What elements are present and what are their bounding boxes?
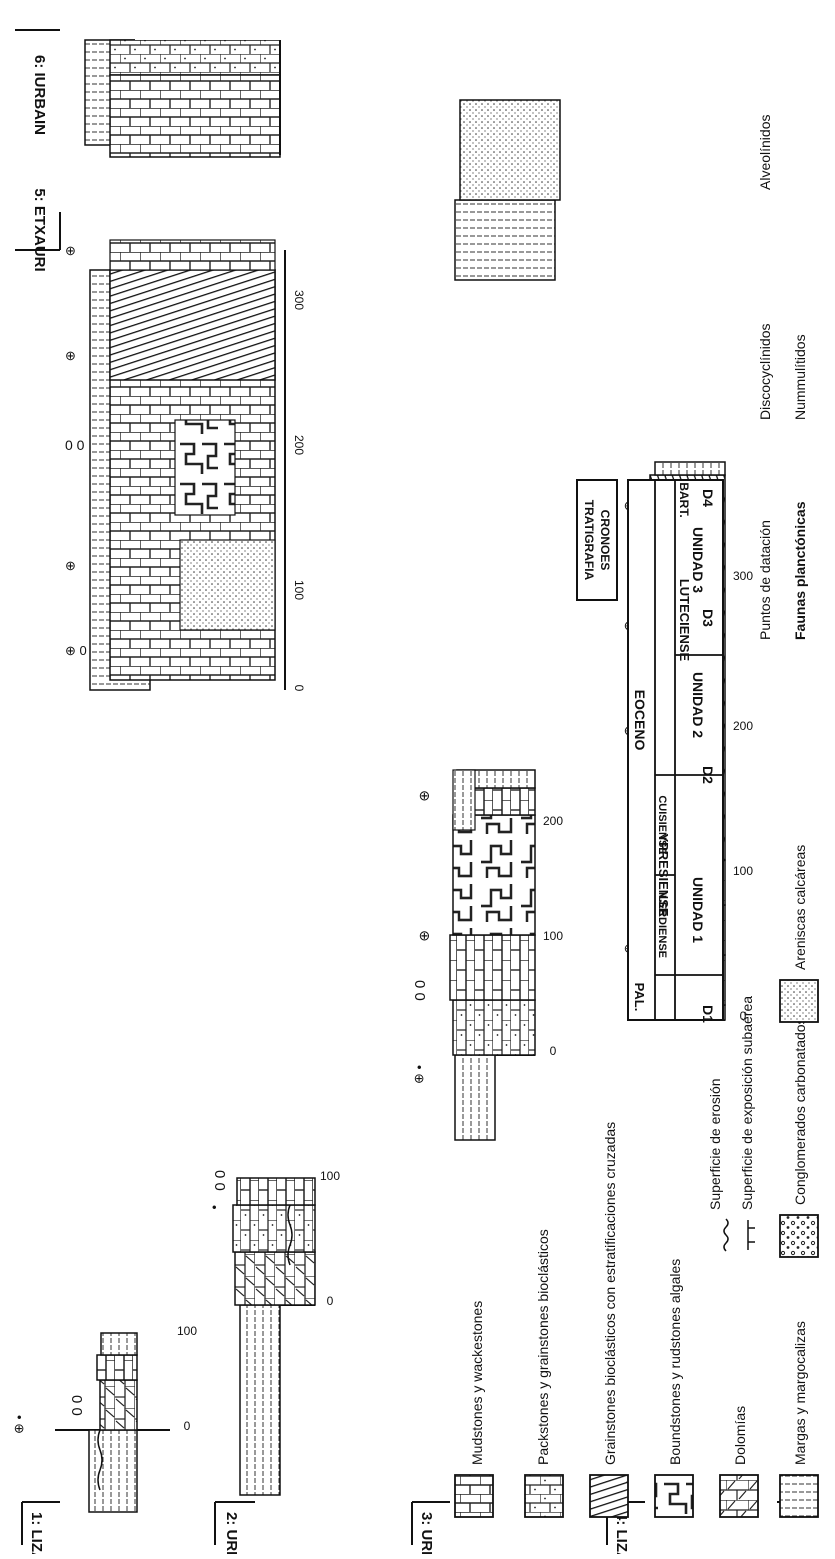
legend-label: Areniscas calcáreas bbox=[792, 845, 808, 970]
legend-swatch bbox=[720, 1475, 758, 1517]
legend-label: Margas y margocalizas bbox=[792, 1321, 808, 1465]
etxauri-grainstone bbox=[110, 270, 275, 380]
legend-item-margas: Margas y margocalizas bbox=[780, 1321, 818, 1517]
scale-tick: 0 bbox=[292, 685, 306, 692]
exposure-line-icon bbox=[748, 1220, 755, 1250]
legend-label: Alveolínidos bbox=[757, 115, 773, 191]
alveolinid-symbol: ⊕ bbox=[65, 348, 76, 363]
nummulitid-symbol: ⊕ 0 bbox=[65, 643, 87, 658]
legend: Mudstones y wackestones Packstones y gra… bbox=[455, 115, 818, 1518]
column-name: 5: ETXAURI bbox=[31, 188, 48, 271]
etxauri-column: 5: ETXAURI 300 200 100 0 ⊕ ⊕ 0 0 ⊕ ⊕ 0 bbox=[15, 188, 306, 691]
legend-label: Puntos de datación bbox=[757, 520, 773, 640]
iurbain-mudstone bbox=[110, 75, 280, 157]
legend-item-mudstones: Mudstones y wackestones bbox=[455, 1301, 493, 1517]
legend-swatch bbox=[525, 1475, 563, 1517]
legend-label: Superficie de erosión bbox=[707, 1078, 723, 1210]
legend-swatch bbox=[455, 1475, 493, 1517]
legend-swatch bbox=[780, 1215, 818, 1257]
legend-label: Conglomerados carbonatados bbox=[792, 1017, 808, 1205]
scale-tick: 200 bbox=[292, 435, 306, 455]
legend-label: Grainstones bioclásticos con estratifica… bbox=[602, 1122, 618, 1465]
legend-label: Packstones y grainstones bioclásticos bbox=[535, 1229, 551, 1465]
erosion-line-icon bbox=[724, 1219, 728, 1251]
planctonic-symbol: ⊕ bbox=[65, 243, 76, 258]
legend-label: Discocyclínidos bbox=[757, 324, 773, 420]
legend-item-packstones: Packstones y grainstones bioclásticos bbox=[525, 1229, 563, 1517]
nummulitid-symbol: 0 0 bbox=[65, 437, 85, 453]
legend-item-grainstones: Grainstones bioclásticos con estratifica… bbox=[590, 1122, 628, 1517]
legend-label: Faunas planctónicas bbox=[792, 501, 808, 640]
etxauri-sandstone bbox=[180, 540, 275, 630]
legend-label: Superficie de exposición subaérea bbox=[739, 996, 755, 1210]
legend-label: Nummulítidos bbox=[792, 334, 808, 420]
legend-symbols: Puntos de datación Faunas planctónicas D… bbox=[757, 115, 808, 641]
scale-tick: 300 bbox=[292, 290, 306, 310]
iurbain-packstone bbox=[110, 40, 280, 75]
legend-swatch bbox=[780, 1475, 818, 1517]
iurbain-column: 6: IURBAIN bbox=[15, 30, 280, 157]
column-name: 6: IURBAIN bbox=[31, 55, 48, 135]
legend-item-dolomias: Dolomías bbox=[720, 1406, 758, 1517]
legend-item-areniscas: Areniscas calcáreas bbox=[780, 845, 818, 1022]
legend-swatch bbox=[655, 1475, 693, 1517]
alveolinid-symbol: ⊕ bbox=[65, 558, 76, 573]
legend-item-boundstones: Boundstones y rudstones algales bbox=[655, 1259, 693, 1517]
legend-item-erosion: Superficie de erosión bbox=[707, 1078, 728, 1251]
legend-swatch bbox=[590, 1475, 628, 1517]
scale-tick: 100 bbox=[292, 580, 306, 600]
top-band bbox=[135, 5, 695, 40]
legend-label: Mudstones y wackestones bbox=[469, 1301, 485, 1465]
legend-item-conglomerados: Conglomerados carbonatados bbox=[780, 1017, 818, 1257]
legend-swatch bbox=[780, 980, 818, 1022]
legend-label: Dolomías bbox=[732, 1406, 748, 1465]
legend-label: Boundstones y rudstones algales bbox=[667, 1259, 683, 1465]
legend-item-exposicion: Superficie de exposición subaérea bbox=[739, 996, 755, 1250]
etxauri-boundstone bbox=[175, 420, 235, 515]
